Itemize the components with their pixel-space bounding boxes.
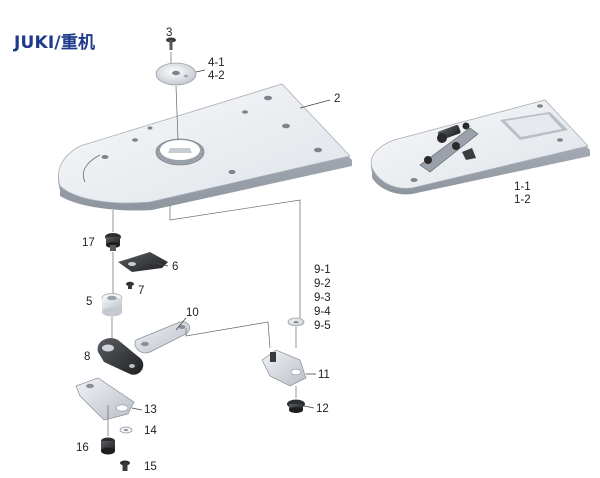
label-9-4: 9-4 bbox=[314, 306, 331, 318]
plate-assembly-part-1 bbox=[370, 99, 590, 195]
label-10: 10 bbox=[186, 307, 199, 319]
label-17: 17 bbox=[82, 237, 95, 249]
label-16: 16 bbox=[76, 442, 89, 454]
label-5: 5 bbox=[86, 296, 92, 308]
label-1-2: 1-2 bbox=[514, 194, 531, 206]
brand-title: JUKI/重机 bbox=[14, 33, 96, 53]
plate-part-13 bbox=[75, 377, 135, 421]
washer-part-9 bbox=[287, 317, 305, 327]
label-12: 12 bbox=[316, 403, 329, 415]
washer-part-4 bbox=[155, 62, 197, 86]
nut-part-12 bbox=[287, 399, 305, 413]
label-1-1: 1-1 bbox=[514, 181, 531, 193]
bushing-part-5 bbox=[101, 293, 123, 317]
label-4-2: 4-2 bbox=[208, 70, 225, 82]
label-9-5: 9-5 bbox=[314, 320, 331, 332]
link-part-10 bbox=[134, 321, 191, 354]
bracket-part-11 bbox=[261, 349, 307, 387]
label-7: 7 bbox=[138, 285, 144, 297]
throat-plate-part-2 bbox=[58, 83, 352, 211]
lever-part-8 bbox=[97, 338, 144, 375]
label-4-1: 4-1 bbox=[208, 57, 225, 69]
label-9-1: 9-1 bbox=[314, 264, 331, 276]
screw-part-7 bbox=[126, 281, 134, 289]
label-14: 14 bbox=[144, 425, 157, 437]
label-13: 13 bbox=[144, 404, 157, 416]
screw-part-17 bbox=[105, 233, 121, 251]
knob-part-16 bbox=[101, 437, 115, 455]
label-8: 8 bbox=[84, 351, 90, 363]
label-15: 15 bbox=[144, 461, 157, 473]
label-9-3: 9-3 bbox=[314, 292, 331, 304]
bracket-part-6 bbox=[118, 252, 168, 272]
label-2: 2 bbox=[334, 93, 340, 105]
washer-part-14 bbox=[119, 426, 133, 434]
label-6: 6 bbox=[172, 261, 178, 273]
label-3: 3 bbox=[166, 27, 172, 39]
screw-part-3 bbox=[166, 37, 176, 50]
label-9-2: 9-2 bbox=[314, 278, 331, 290]
screw-part-15 bbox=[120, 460, 130, 471]
label-11: 11 bbox=[318, 369, 330, 381]
